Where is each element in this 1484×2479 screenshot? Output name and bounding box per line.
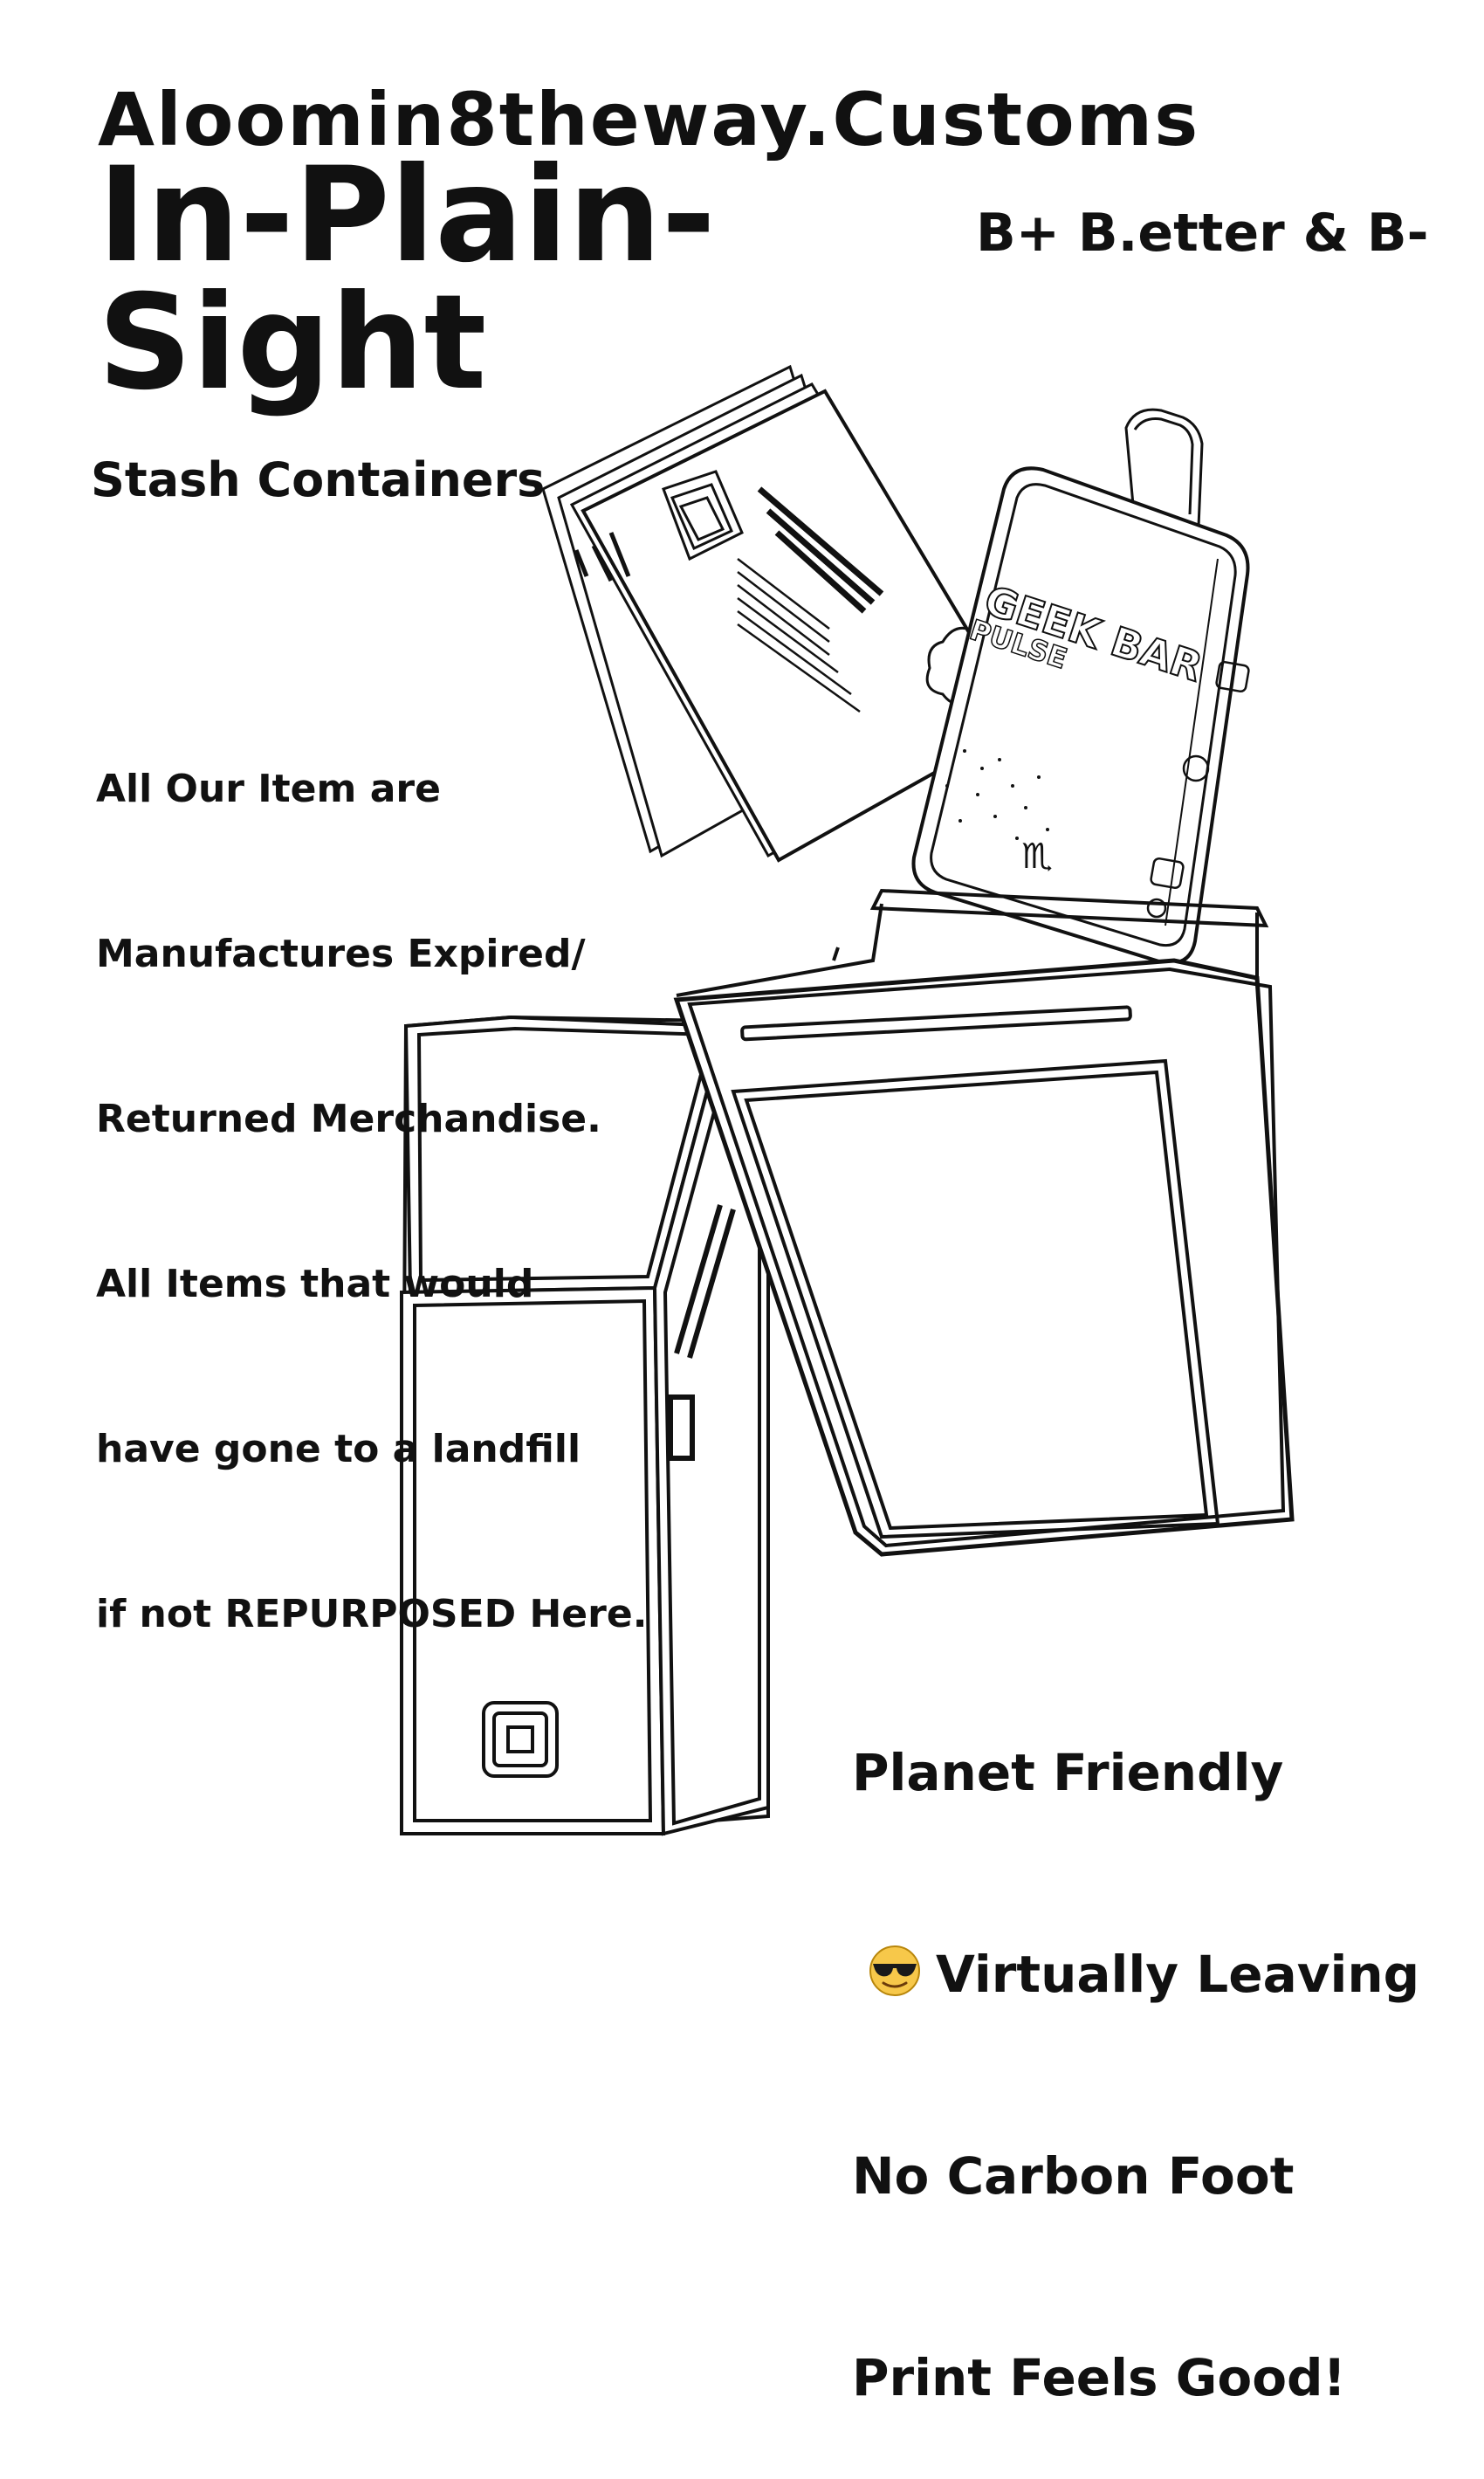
page-title-line-1: In-Plain- [98,140,716,292]
description-line: Returned Merchandise. [96,1097,601,1141]
description-line: All Our Item are [96,767,441,811]
stash-box-drawing [399,888,1295,1836]
brand-name: Aloomin8theway.Customs [98,77,1200,162]
stash-container-illustration [399,364,1295,1836]
description-line: All Items that would [96,1262,534,1306]
description-block: All Our Item are Manufactures Expired/ R… [96,651,647,1697]
zodiac-glyph: ♏ [1021,837,1053,877]
eco-line-2: Virtually Leaving [936,1945,1420,2004]
eco-line-2-row: Virtually Leaving [852,1941,1419,2008]
eco-line-4: Print Feels Good! [852,2348,1347,2407]
vape-device-drawing [911,408,1250,965]
description-line: have gone to a landfill [96,1427,581,1471]
eco-line-1: Planet Friendly [852,1743,1284,1802]
sunglasses-face-emoji-icon [869,1945,920,1996]
grade-labels: B+ B.etter & B- [976,203,1429,264]
description-line: if not REPURPOSED Here. [96,1592,648,1636]
description-line: Manufactures Expired/ [96,932,586,976]
eco-message-block: Planet Friendly Virtually Leaving No Car… [852,1605,1419,2479]
page-title-line-2: Sight [98,267,487,419]
eco-line-3: No Carbon Foot [852,2146,1295,2206]
page-subtitle: Stash Containers [91,452,546,507]
